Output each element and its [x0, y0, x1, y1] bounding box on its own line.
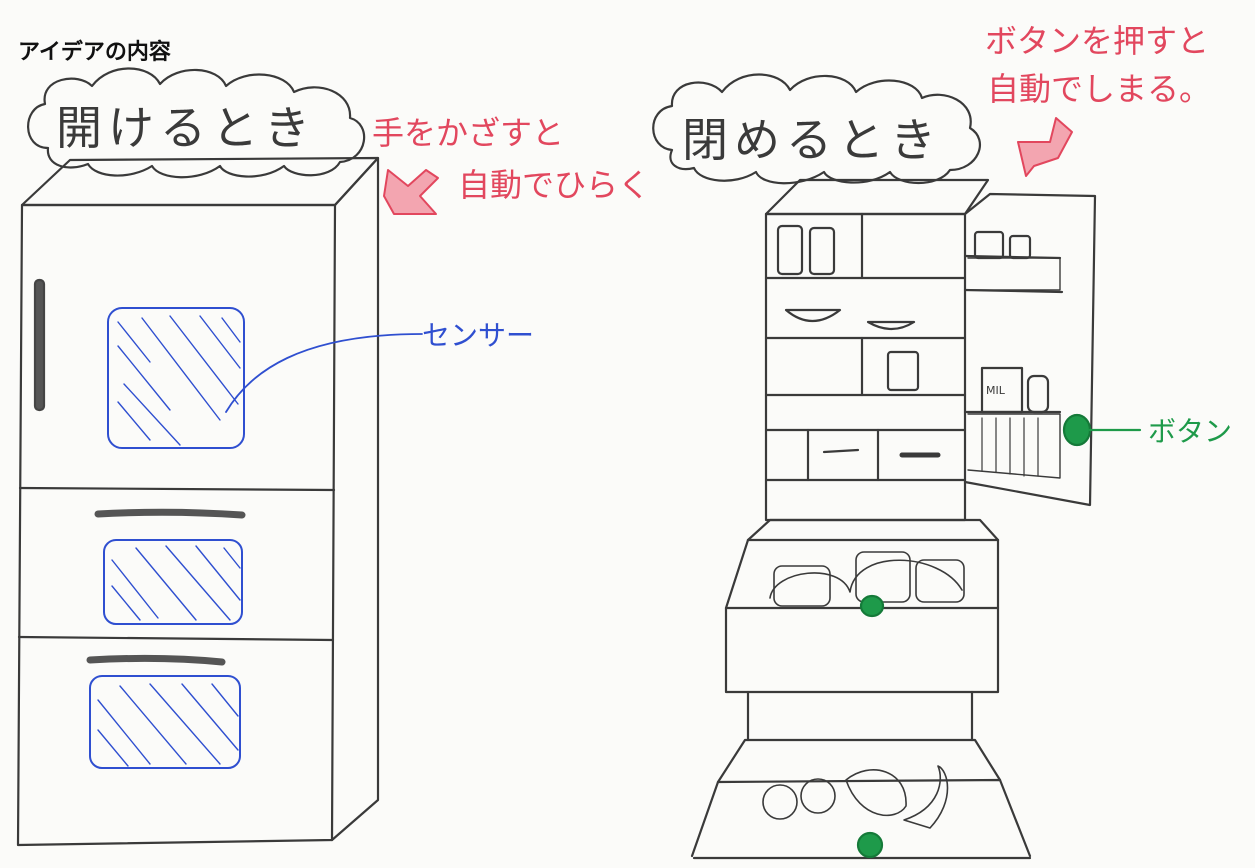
cloud-label-close: 閉めるとき [682, 113, 942, 167]
thought-cloud-open [27, 67, 366, 179]
sensor-panel-top [107, 307, 245, 449]
page-heading: アイデアの内容 [18, 40, 171, 65]
button-label: ボタン [1148, 415, 1233, 448]
milk-carton [980, 366, 1024, 414]
open-note-line1: 手をかざすと [372, 114, 565, 152]
drawer-handle [86, 654, 226, 666]
drawer-handle [94, 508, 246, 519]
red-arrow-open [383, 169, 439, 215]
sensor-leader-line [225, 333, 423, 413]
fridge-open [690, 178, 1097, 860]
drawer-close-button [859, 594, 885, 618]
sensor-label: センサー [422, 319, 535, 352]
cloud-label-open: 開けるとき [56, 101, 316, 155]
door-close-button [1062, 413, 1092, 447]
thought-cloud-close [652, 73, 981, 185]
open-note-line2: 自動でひらく [458, 166, 651, 204]
close-note-line1: ボタンを押すと [985, 22, 1210, 60]
red-arrow-close [1017, 117, 1073, 177]
fridge-handle [33, 278, 46, 412]
close-note-line2: 自動でしまる。 [987, 70, 1212, 108]
sensor-panel-bottom [89, 675, 241, 769]
fridge-closed [16, 156, 380, 847]
milk-carton-label: MIL [986, 384, 1005, 397]
sensor-panel-middle [103, 539, 243, 625]
drawer-close-button [856, 831, 884, 859]
